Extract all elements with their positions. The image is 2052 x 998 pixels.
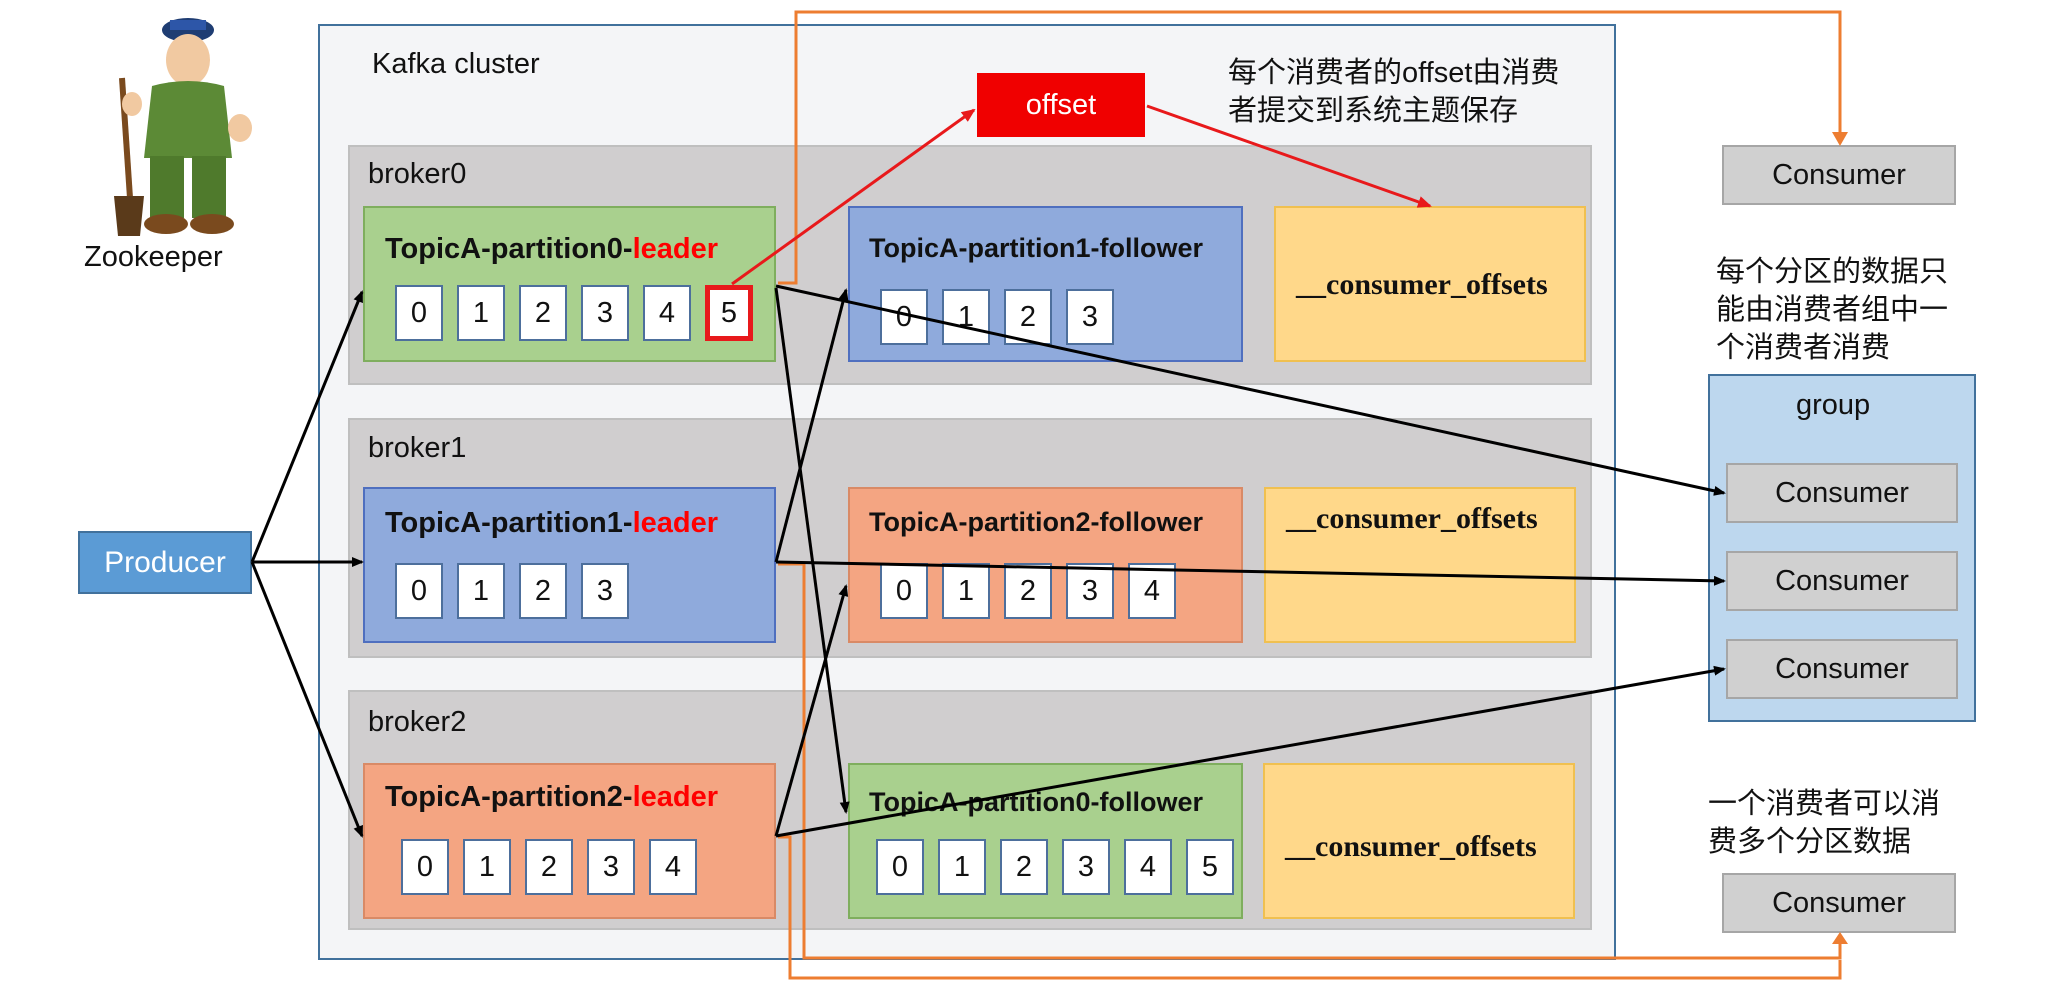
partition2-follower-cell: 1 <box>942 563 990 619</box>
zookeeper-icon <box>114 18 252 236</box>
group-note-line2: 能由消费者组中一 <box>1716 294 1949 326</box>
broker-1-label: broker1 <box>368 432 467 464</box>
partition1-follower-cell: 3 <box>1066 289 1114 345</box>
consumer-offsets-1 <box>1264 487 1576 643</box>
partition1-leader-cell: 0 <box>395 563 443 619</box>
offset-note-line1: 每个消费者的offset由消费 <box>1228 57 1560 89</box>
partition0-follower-cell: 2 <box>1000 839 1048 895</box>
partition2-leader-cell: 2 <box>525 839 573 895</box>
partition1-leader-cell: 2 <box>519 563 567 619</box>
partition0-leader-cell: 0 <box>395 285 443 341</box>
partition0-leader-title: TopicA-partition0-leader <box>385 233 719 265</box>
red-arrow-to-offset <box>731 108 976 286</box>
consumer-top: Consumer <box>1722 145 1956 205</box>
partition0-leader-cell: 2 <box>519 285 567 341</box>
offset-note-line2: 者提交到系统主题保存 <box>1228 95 1519 127</box>
partition0-follower-cell: 0 <box>876 839 924 895</box>
partition0-leader-cell: 3 <box>581 285 629 341</box>
partition2-leader-cell: 4 <box>649 839 697 895</box>
partition2-leader-cell: 1 <box>463 839 511 895</box>
partition0-follower-title: TopicA-partition0-follower <box>869 787 1203 817</box>
group-consumer-2: Consumer <box>1726 551 1958 611</box>
group-consumer-3: Consumer <box>1726 639 1958 699</box>
partition2-follower-cell: 4 <box>1128 563 1176 619</box>
partition1-follower-cell: 2 <box>1004 289 1052 345</box>
partition2-leader-title: TopicA-partition2-leader <box>385 781 719 813</box>
single-consumer-note-line2: 费多个分区数据 <box>1708 826 1912 858</box>
group-consumer-1: Consumer <box>1726 463 1958 523</box>
partition1-leader-title: TopicA-partition1-leader <box>385 507 719 539</box>
partition0-follower-cell: 3 <box>1062 839 1110 895</box>
consumer-offsets-2-label: __consumer_offsets <box>1285 830 1537 863</box>
partition0-follower-cell: 4 <box>1124 839 1172 895</box>
group-note-line1: 每个分区的数据只 <box>1716 256 1949 288</box>
red-arrow-to-consumer-offsets <box>1146 104 1432 208</box>
partition2-follower-cell: 3 <box>1066 563 1114 619</box>
consumer-arrows <box>775 284 1726 838</box>
partition2-leader-cell: 3 <box>587 839 635 895</box>
partition2-follower-cell: 2 <box>1004 563 1052 619</box>
producer-arrows <box>250 290 364 838</box>
single-consumer-note-line1: 一个消费者可以消 <box>1708 788 1941 820</box>
zookeeper-label: Zookeeper <box>84 241 223 273</box>
zookeeper-figure <box>100 8 270 240</box>
partition2-leader-cell: 0 <box>401 839 449 895</box>
partition0-leader-cell: 1 <box>457 285 505 341</box>
group-note-line3: 个消费者消费 <box>1716 332 1891 364</box>
partition1-leader-cell: 1 <box>457 563 505 619</box>
partition0-leader-cell: 4 <box>643 285 691 341</box>
partition0-leader-cell-highlighted: 5 <box>705 285 753 341</box>
broker-2-label: broker2 <box>368 706 467 738</box>
partition1-follower-title: TopicA-partition1-follower <box>869 233 1203 263</box>
partition0-follower-cell: 1 <box>938 839 986 895</box>
group-label: group <box>1796 389 1871 421</box>
consumer-bottom: Consumer <box>1722 873 1956 933</box>
partition1-follower-cell: 1 <box>942 289 990 345</box>
cluster-title: Kafka cluster <box>372 48 540 80</box>
producer-box: Producer <box>78 531 252 594</box>
orange-arrow-top <box>1832 132 1848 146</box>
replication-arrows <box>774 287 850 837</box>
orange-commit-paths <box>778 10 1842 980</box>
consumer-offsets-2 <box>1263 763 1575 919</box>
offset-box: offset <box>977 73 1145 137</box>
consumer-offsets-0-label: __consumer_offsets <box>1296 268 1548 301</box>
orange-arrow-bottom <box>1832 932 1848 944</box>
partition2-follower-title: TopicA-partition2-follower <box>869 507 1203 537</box>
partition1-leader-cell: 3 <box>581 563 629 619</box>
partition0-follower-cell: 5 <box>1186 839 1234 895</box>
consumer-offsets-1-label: __consumer_offsets <box>1286 502 1538 535</box>
broker-0-label: broker0 <box>368 158 467 190</box>
